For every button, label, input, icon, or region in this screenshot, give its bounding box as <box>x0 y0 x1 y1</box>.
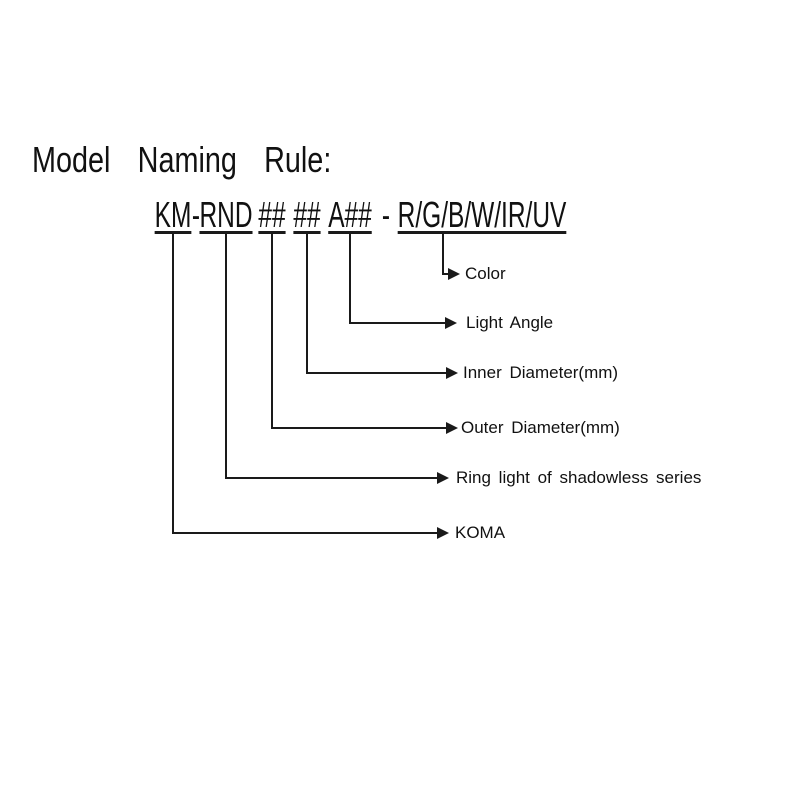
connector-horizontal-line <box>172 532 437 534</box>
connector-vertical-line <box>442 233 444 275</box>
arrowhead-icon <box>437 527 449 539</box>
model-part-angle-code: A## <box>328 194 372 235</box>
arrowhead-icon <box>437 472 449 484</box>
connector-horizontal-line <box>306 372 446 374</box>
callout-label: Light Angle <box>466 313 554 332</box>
arrowhead-icon <box>445 317 457 329</box>
model-part-km: KM <box>154 194 192 235</box>
arrowhead-icon <box>448 268 460 280</box>
arrowhead-icon <box>446 367 458 379</box>
connector-horizontal-line <box>271 427 446 429</box>
model-part-dash: - <box>191 194 201 235</box>
callout-label: Inner Diameter(mm) <box>463 363 619 382</box>
model-part-outer-diameter-code: ## <box>258 194 286 235</box>
model-part-rnd: RND <box>199 194 253 235</box>
model-part-inner-diameter-code: ## <box>293 194 321 235</box>
connector-vertical-line <box>225 233 227 479</box>
connector-horizontal-line <box>349 322 445 324</box>
connector-vertical-line <box>271 233 273 429</box>
connector-horizontal-line <box>225 477 437 479</box>
connector-horizontal-line <box>442 273 448 275</box>
arrowhead-icon <box>446 422 458 434</box>
model-part-color-code: R/G/B/W/IR/UV <box>397 194 567 235</box>
page-title: Model Naming Rule: <box>32 139 332 180</box>
connector-vertical-line <box>172 233 174 534</box>
connector-vertical-line <box>306 233 308 374</box>
callout-label: Color <box>465 264 506 283</box>
connector-vertical-line <box>349 233 351 324</box>
callout-label: KOMA <box>455 523 506 542</box>
callout-label: Outer Diameter(mm) <box>461 418 620 437</box>
model-part-dash2: - <box>381 194 391 235</box>
callout-label: Ring light of shadowless series <box>456 468 702 487</box>
